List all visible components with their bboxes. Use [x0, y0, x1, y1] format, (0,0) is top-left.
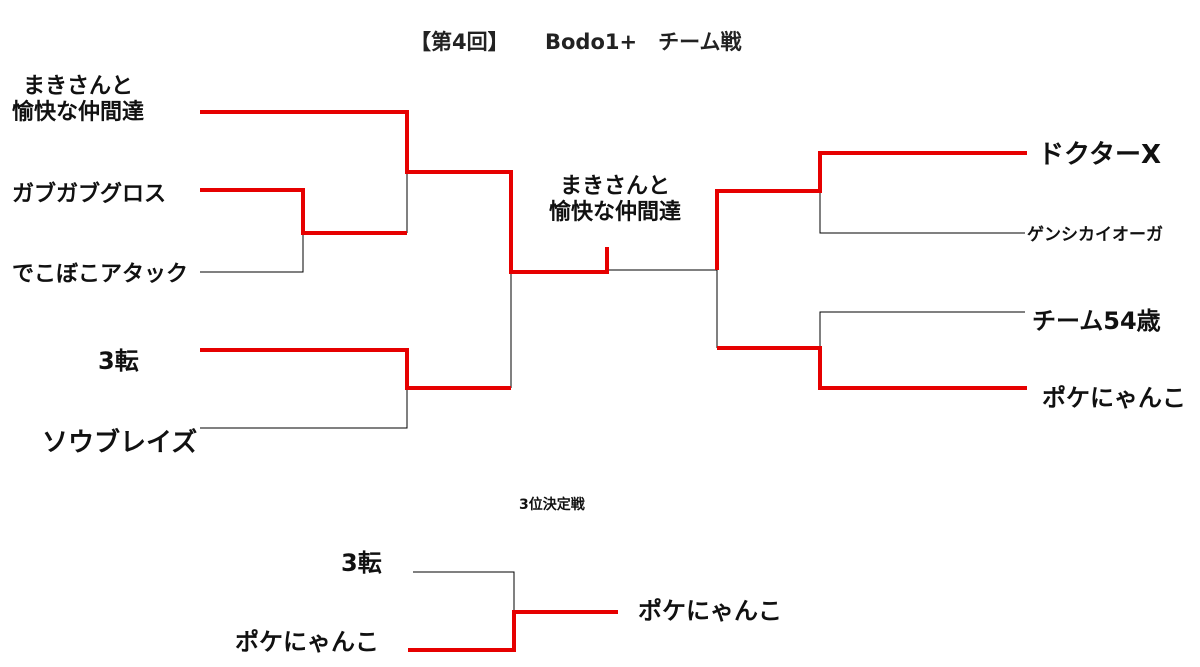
- champion-label-line2: 愉快な仲間達: [548, 200, 681, 226]
- third-place-heading: 3位決定戦: [519, 497, 585, 513]
- team-label-left-3: でこぼこアタック: [12, 262, 189, 287]
- team-label-right-2: ゲンシカイオーガ: [1027, 225, 1163, 245]
- bracket-line-team54: [819, 311, 1025, 388]
- bracket-line-gensikaiogre: [819, 153, 1025, 234]
- third-place-winner: ポケにゃんこ: [638, 597, 782, 625]
- bracket-line-dekoboko: [200, 192, 304, 273]
- team-label-left-5: ソウブレイズ: [42, 428, 198, 458]
- team-label-right-3: チーム54歳: [1032, 307, 1161, 335]
- team-label-right-4: ポケにゃんこ: [1042, 384, 1186, 412]
- tournament-title: Bodo1+ チーム戦: [545, 30, 742, 54]
- winner-line-maki-final: [200, 110, 609, 274]
- team-label-left-4: 3転: [98, 347, 139, 375]
- winner-line-3ten: [200, 348, 511, 390]
- bracket-line-3rd-3ten: [413, 571, 515, 612]
- team-label-left-2: ガブガブグロス: [12, 182, 167, 207]
- team-label-left-1: まきさんと 愉快な仲間達: [0, 74, 198, 127]
- team-label-left-1-line2: 愉快な仲間達: [11, 100, 144, 126]
- bracket-line-soublaze: [200, 350, 408, 429]
- champion-label: まきさんと 愉快な仲間達: [495, 174, 735, 227]
- team-label-right-1: ドクターX: [1038, 140, 1162, 170]
- winner-line-gabugabu: [200, 188, 407, 235]
- winner-line-pokenyanko: [717, 346, 1027, 390]
- third-place-team-b: ポケにゃんこ: [235, 628, 379, 656]
- team-label-left-1-line1: まきさんと: [22, 74, 133, 99]
- winner-line-doctorx: [715, 151, 1027, 270]
- third-place-team-a: 3転: [341, 549, 382, 577]
- winner-line-3rd-pokenyanko: [408, 610, 618, 652]
- champion-label-line1: まきさんと: [559, 174, 670, 199]
- tournament-edition: 【第4回】: [410, 30, 509, 54]
